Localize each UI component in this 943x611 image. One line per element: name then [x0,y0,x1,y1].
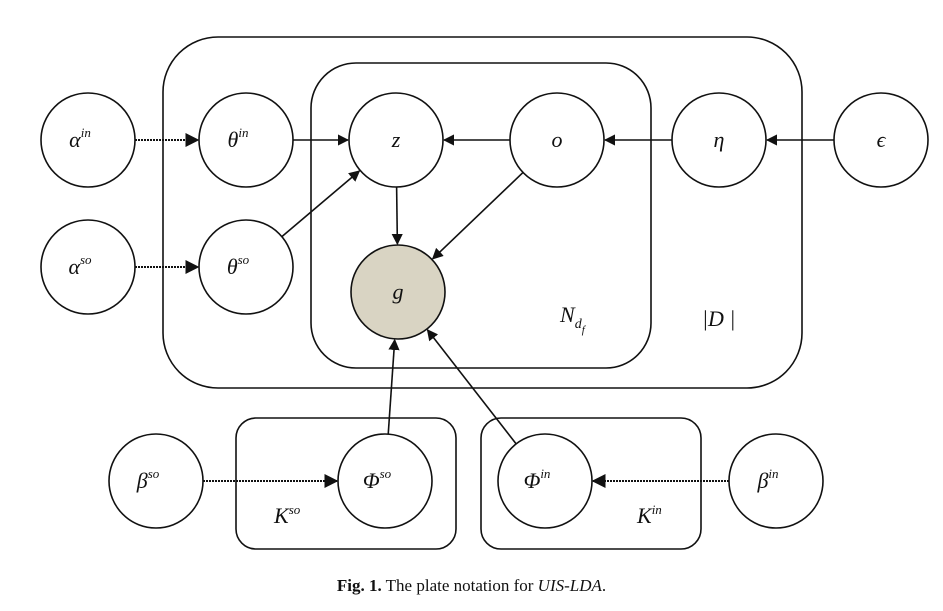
node-label-phi_in: Φin [524,466,551,493]
node-phi_so: Φso [337,433,433,529]
node-superscript-phi_in: in [540,466,550,481]
node-label-alpha_in: αin [69,125,91,152]
edge-z-to-g [391,186,403,246]
node-label-alpha_so: αso [68,252,92,279]
plate-label-k-in-main: K [636,503,653,528]
node-symbol-epsilon: ϵ [877,127,887,152]
node-symbol-g: g [393,279,404,304]
plate-label-d-text: |D | [702,306,735,331]
node-theta_in: θin [198,92,294,188]
node-g: g [350,244,446,340]
caption-text: The plate notation for [381,576,538,595]
plate-label-n: Ndf [559,302,587,336]
node-label-o: o [552,127,563,152]
node-label-z: z [391,127,401,152]
node-circle-theta_in [198,92,294,188]
plate-label-k-so: Kso [273,502,301,528]
node-circle-beta_so [108,433,204,529]
plate-label-k-so-main: K [273,503,290,528]
plate-label-n-sub: d [575,317,583,332]
node-symbol-beta_in: β [756,468,768,493]
node-symbol-o: o [552,127,563,152]
node-label-g: g [393,279,404,304]
node-superscript-beta_so: so [148,466,160,481]
node-symbol-phi_so: Φ [363,468,380,493]
node-circle-g [350,244,446,340]
node-eta: η [671,92,767,188]
node-phi_in: Φin [497,433,593,529]
node-symbol-beta_so: β [136,468,148,493]
node-superscript-phi_so: so [380,466,392,481]
node-beta_in: βin [728,433,824,529]
plate-outer-documents [162,36,803,389]
plate-k-so [235,417,457,550]
node-symbol-phi_in: Φ [524,468,541,493]
node-superscript-beta_in: in [768,466,778,481]
node-circle-z [348,92,444,188]
edge-theta_so-to-z [281,170,361,238]
plate-label-k-in-sup: in [652,502,662,517]
node-circle-epsilon [833,92,929,188]
node-z: z [348,92,444,188]
edge-o-to-g [431,171,524,260]
caption-model-name: UIS-LDA [537,576,602,595]
node-circle-alpha_in [40,92,136,188]
node-symbol-z: z [391,127,401,152]
plate-label-k-in: Kin [636,502,662,528]
node-superscript-alpha_so: so [80,252,92,267]
node-symbol-alpha_so: α [68,254,80,279]
edges-layer [135,133,834,488]
node-superscript-theta_so: so [238,252,250,267]
node-theta_so: θso [198,219,294,315]
node-beta_so: βso [108,433,204,529]
edge-phi_so-to-g [387,338,400,435]
node-symbol-eta: η [714,127,725,152]
node-label-theta_in: θin [228,125,249,152]
node-circle-o [509,92,605,188]
node-circle-eta [671,92,767,188]
node-symbol-theta_so: θ [227,254,238,279]
node-label-phi_so: Φso [363,466,392,493]
figure-caption: Fig. 1. The plate notation for UIS-LDA. [0,576,943,596]
edge-phi_in-to-g [426,329,517,445]
node-superscript-alpha_in: in [81,125,91,140]
caption-fig-number: Fig. 1. [336,576,382,595]
node-circle-phi_in [497,433,593,529]
node-label-beta_in: βin [756,466,778,493]
node-symbol-theta_in: θ [228,127,239,152]
caption-end: . [601,576,607,595]
node-circle-beta_in [728,433,824,529]
plate-label-d: |D | [702,306,735,331]
node-epsilon: ϵ [833,92,929,188]
node-label-epsilon: ϵ [877,127,887,152]
node-alpha_so: αso [40,219,136,315]
node-alpha_in: αin [40,92,136,188]
plate-inner-features [310,62,652,369]
node-label-eta: η [714,127,725,152]
node-label-theta_so: θso [227,252,250,279]
plate-label-n-subsub: f [582,324,587,336]
node-circle-theta_so [198,219,294,315]
node-superscript-theta_in: in [238,125,248,140]
node-label-beta_so: βso [136,466,160,493]
node-circle-alpha_so [40,219,136,315]
plate-k-in [480,417,702,550]
node-circle-phi_so [337,433,433,529]
node-o: o [509,92,605,188]
plate-label-n-main: N [559,302,576,327]
node-symbol-alpha_in: α [69,127,81,152]
plate-label-k-so-sup: so [289,502,301,517]
